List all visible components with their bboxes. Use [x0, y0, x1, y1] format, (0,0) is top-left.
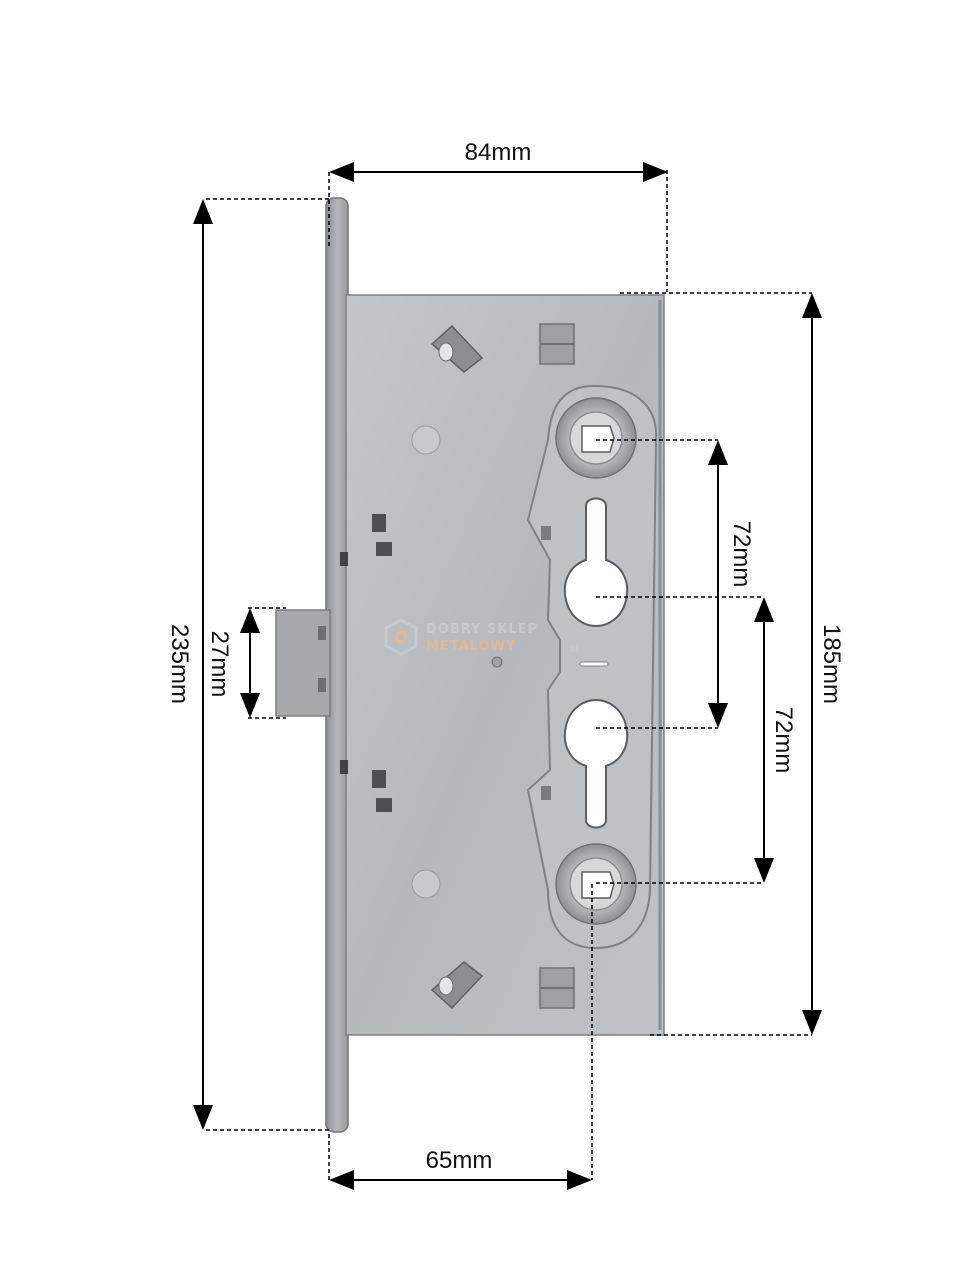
plate-detail-lower	[541, 786, 551, 800]
case-rivet-lower	[411, 869, 441, 899]
case-pin	[491, 656, 503, 668]
label-84mm: 84mm	[465, 139, 532, 166]
watermark-logo-icon	[384, 618, 418, 656]
arrow-84-left	[329, 162, 354, 182]
plate-slit	[579, 661, 609, 667]
arrow-72b-bottom	[754, 858, 774, 883]
spindle-hole-upper	[581, 425, 615, 453]
latch-bolt	[275, 609, 331, 717]
label-72mm-upper: 72mm	[728, 521, 755, 588]
slot-upper-a	[372, 514, 386, 532]
tab-rivet-top	[438, 342, 454, 362]
arrow-235-bottom	[193, 1105, 213, 1130]
arrow-185-top	[802, 293, 822, 318]
latch-slot-lower	[318, 678, 326, 692]
dimension-labels: 84mm 65mm 235mm 27mm 185mm 72mm 72mm	[166, 139, 845, 1174]
mounting-tab-top-left	[430, 324, 484, 373]
label-65mm: 65mm	[426, 1147, 493, 1174]
case-rivet-upper	[411, 425, 441, 455]
mounting-tab-bottom-left	[430, 961, 484, 1010]
arrow-65-right	[567, 1170, 592, 1190]
label-185mm: 185mm	[818, 624, 845, 704]
watermark-suffix: .pl	[568, 644, 578, 653]
plate-detail-upper	[541, 526, 551, 540]
arrow-27-bottom	[240, 693, 260, 718]
arrow-72a-top	[708, 440, 728, 465]
arrow-27-top	[240, 608, 260, 633]
dimension-annotations	[193, 162, 822, 1190]
slot-lower-b	[376, 798, 392, 812]
label-235mm: 235mm	[166, 624, 193, 704]
slot-lower-a	[372, 770, 386, 788]
tab-rivet-bottom	[438, 976, 454, 996]
arrow-185-bottom	[802, 1010, 822, 1035]
arrow-72a-bottom	[708, 703, 728, 728]
keyhole-lower	[563, 698, 629, 829]
spindle-hole-lower	[581, 871, 615, 899]
keyhole-upper	[563, 497, 629, 628]
watermark-logo-inner	[394, 630, 408, 644]
notch-lower	[340, 760, 348, 774]
arrow-65-left	[329, 1170, 354, 1190]
watermark-line1: DOBRY SKLEP	[426, 622, 538, 637]
watermark-line2: METALOWY	[426, 639, 516, 654]
lock-body	[275, 197, 665, 1133]
notch-upper	[340, 552, 348, 566]
arrow-72b-top	[754, 597, 774, 622]
arrow-235-top	[193, 199, 213, 224]
label-72mm-lower: 72mm	[770, 707, 797, 774]
slot-upper-b	[376, 542, 392, 556]
cylinder-plate	[526, 384, 658, 950]
arrow-84-right	[643, 162, 668, 182]
label-27mm: 27mm	[206, 631, 233, 698]
watermark: DOBRY SKLEP METALOWY .pl	[384, 618, 578, 656]
latch-slot-upper	[318, 626, 326, 640]
